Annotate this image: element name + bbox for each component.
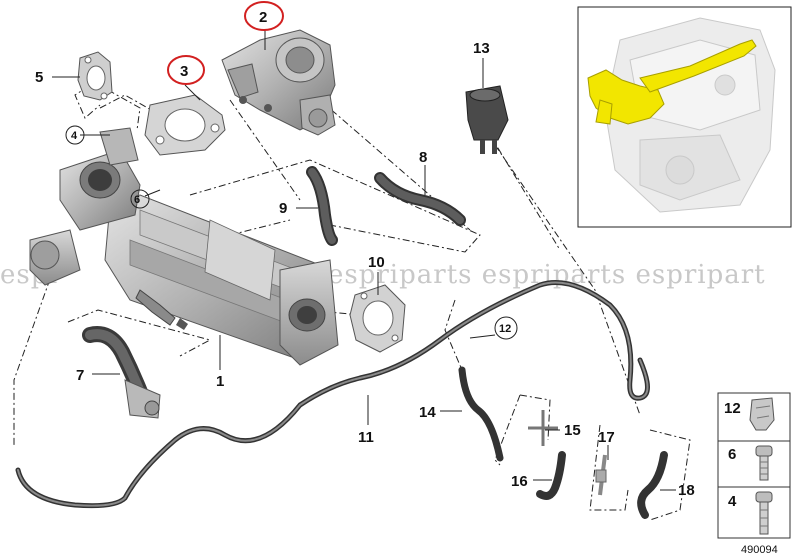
clip-icon [749,397,775,431]
callout-5: 5 [35,69,43,86]
highlight-ring-3 [167,55,205,85]
highlight-rings [167,1,284,85]
callout-8: 8 [419,149,427,166]
callout-6: 6 [134,194,140,206]
callout-circles [65,125,518,340]
callout-2: 2 [259,9,267,26]
bolt-icon-4 [755,491,773,535]
engine-location-inset [577,6,792,228]
callout-14: 14 [419,404,436,421]
callout-4: 4 [71,130,78,142]
legend-label-6: 6 [728,446,736,463]
highlight-ring-2 [244,1,284,31]
hose-14 [458,366,504,462]
hose-7 [82,326,161,419]
callout-11: 11 [358,429,374,446]
egr-cooler [29,127,339,366]
hose-8 [374,172,466,226]
gasket-3 [144,94,226,156]
gasket-5 [77,51,113,101]
callout-9: 9 [279,200,287,217]
vacuum-actuator-13 [465,85,509,154]
callout-7: 7 [76,367,84,384]
bolt-icon-6 [755,445,773,481]
callout-1: 1 [216,373,224,390]
callout-labels: 1 2 3 4 5 6 7 8 9 10 11 12 13 14 15 16 1… [35,9,695,499]
callout-13: 13 [473,40,490,57]
vacuum-line-11 [15,280,650,509]
callout-18: 18 [678,482,695,499]
fastener-legend: 12 6 4 [717,392,791,539]
callout-16: 16 [511,473,528,490]
egr-valve [221,29,336,136]
tee-connector-15 [528,410,558,446]
callout-15: 15 [564,422,581,439]
gasket-10 [349,284,406,353]
callout-leaders [52,30,676,491]
hose-9 [306,166,338,246]
connector-17 [595,454,607,496]
legend-label-12: 12 [724,400,741,417]
hose-16 [536,451,566,500]
diagram-number: 490094 [741,544,778,556]
legend-label-4: 4 [728,493,737,510]
callout-17: 17 [598,429,615,446]
callout-12: 12 [499,323,511,335]
leader-lines [13,85,691,521]
hose-18 [637,451,668,519]
callout-10: 10 [368,254,385,271]
highlighted-egr-module [587,39,757,125]
callout-3: 3 [180,63,188,80]
